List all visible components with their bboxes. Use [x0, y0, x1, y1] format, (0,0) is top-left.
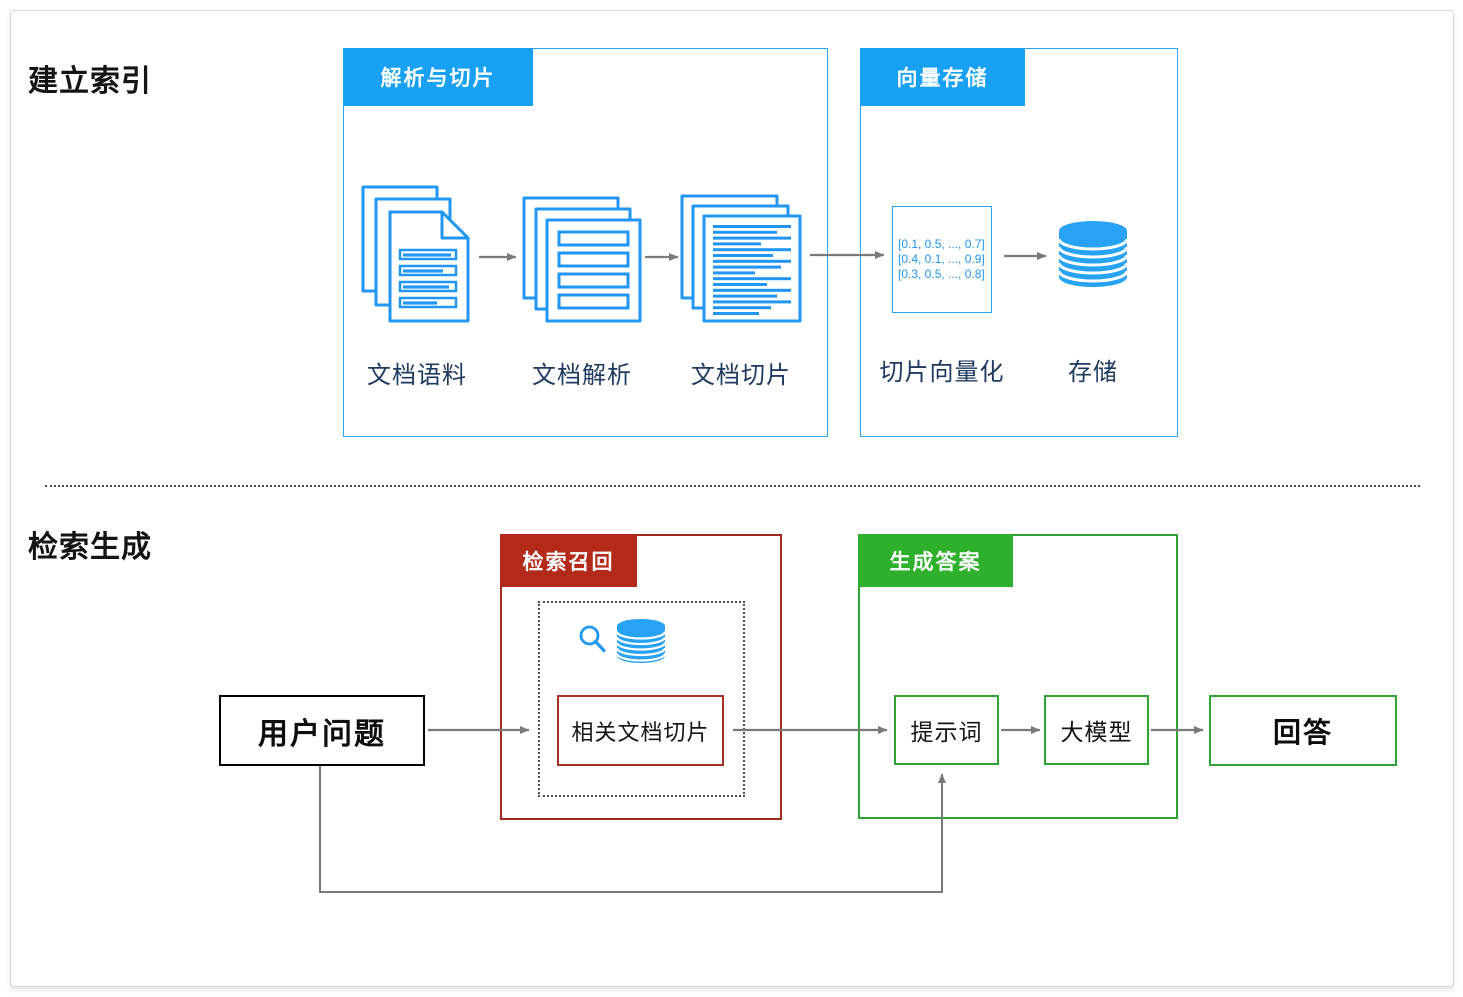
parse-chunk-panel-header: 解析与切片 [343, 48, 533, 106]
vector-values-box: [0.1, 0.5, ..., 0.7] [0.4, 0.1, ..., 0.9… [892, 206, 992, 313]
doc-corpus-icon [361, 185, 470, 323]
doc-chunk-label: 文档切片 [691, 362, 791, 389]
generate-answer-panel-header: 生成答案 [858, 534, 1013, 587]
database-icon [1057, 221, 1129, 287]
doc-parse-label: 文档解析 [532, 362, 632, 389]
section-title-retrieval: 检索生成 [28, 531, 152, 564]
retrieval-recall-panel-header: 检索召回 [500, 534, 637, 587]
doc-parse-icon [522, 196, 642, 323]
section-divider [45, 485, 1420, 487]
relevant-chunks-box: 相关文档切片 [557, 695, 724, 766]
vector-line: [0.1, 0.5, ..., 0.7] [898, 237, 985, 251]
llm-box: 大模型 [1044, 695, 1149, 765]
doc-chunk-icon [680, 194, 802, 323]
search-icon [579, 625, 606, 653]
vectorize-label: 切片向量化 [879, 359, 1005, 386]
section-title-indexing: 建立索引 [28, 65, 152, 98]
user-question-box: 用户问题 [219, 695, 425, 766]
doc-corpus-label: 文档语料 [367, 362, 467, 389]
prompt-box: 提示词 [894, 695, 999, 765]
vector-line: [0.3, 0.5, ..., 0.8] [898, 267, 985, 281]
database-small-icon [615, 619, 667, 663]
vector-line: [0.4, 0.1, ..., 0.9] [898, 252, 985, 266]
vector-store-panel-header: 向量存储 [860, 48, 1025, 106]
store-label: 存储 [1068, 359, 1118, 386]
answer-box: 回答 [1209, 695, 1397, 766]
